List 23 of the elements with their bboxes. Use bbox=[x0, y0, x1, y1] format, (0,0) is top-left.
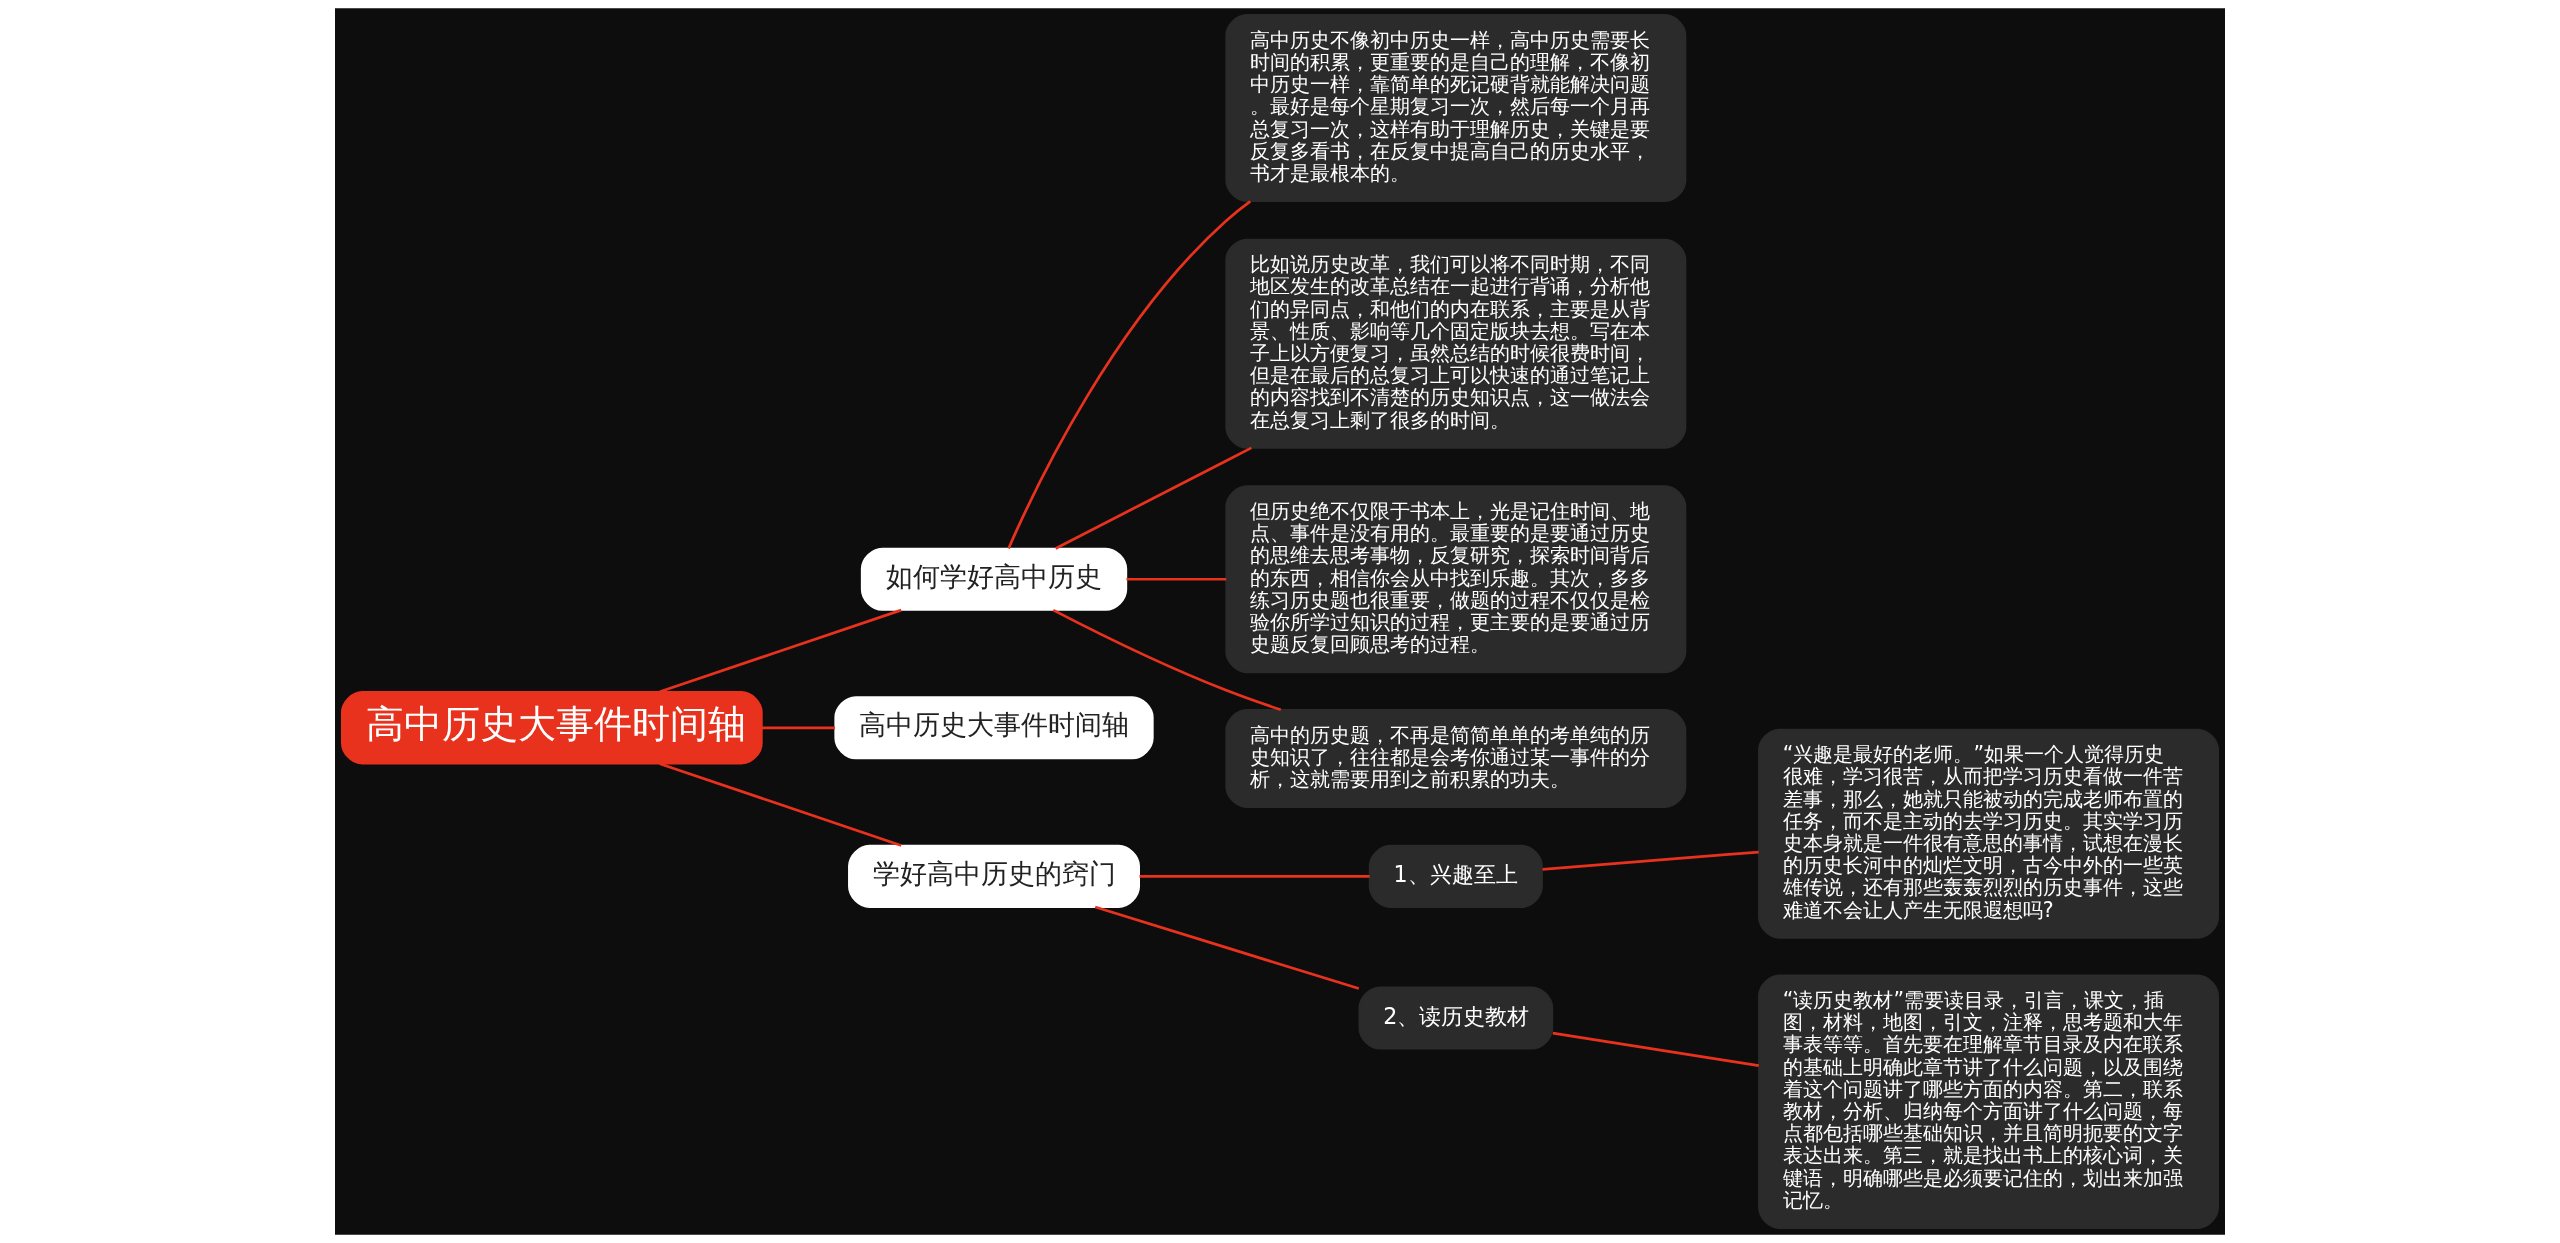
node-box: 高中的历史题，不再是简简单单的考单纯的历史知识了，往往都是会考你通过某一事件的分析，这就需要用到之前积累的功夫。 bbox=[1225, 709, 1687, 809]
node-box: 如何学好高中历史 bbox=[860, 547, 1128, 611]
node-box: “读历史教材”需要读目录，引言，课文，插图，材料，地图，引文，注释，思考题和大年事表等等。首先要在理解章节目录及内在联系的基础上明确此章节讲了什么问题，以及围绕着这个问题讲了哪些方面的内容。第二，联系教材，分析、归纳每个方面讲了什么问题，每点都包括哪些基础知识，并且简明扼要的文字表达出来。第三，就是找出书上的核心词，关键语，明确哪些是必须要记住的，划出来加强记忆。 bbox=[1758, 974, 2220, 1229]
node-box: “兴趣是最好的老师。”如果一个人觉得历史很难，学习很苦，从而把学习历史看做一件苦差事，那么，她就只能被动的完成老师布置的任务，而不是主动的去学习历史。其实学习历史本身就是一件很有意思的事情，试想在漫长的历史长河中的灿烂文明，古今中外的一些英雄传说，还有那些轰轰烈烈的历史事件，这些难道不会让人产生无限遐想吗? bbox=[1758, 728, 2220, 939]
connector bbox=[1542, 850, 1759, 871]
connector bbox=[659, 608, 902, 694]
connector bbox=[659, 762, 902, 847]
node-box: 比如说历史改革，我们可以将不同时期，不同地区发生的改革总结在一起进行背诵，分析他们的异同点，和他们的内在联系，主要是从背景、性质、影响等几个固定版块去想。写在本子上以方便复习，虽然总结的时候很费时间，但是在最后的总复习上可以快速的通过笔记上的内容找到不清楚的历史知识点，这一做法会在总复习上剩了很多的时间。 bbox=[1225, 238, 1687, 449]
connector bbox=[1055, 446, 1252, 550]
connector bbox=[1552, 1031, 1759, 1067]
node-box: 学好高中历史的窍门 bbox=[848, 844, 1140, 908]
connector bbox=[1007, 200, 1252, 549]
node-box: 高中历史大事件时间轴 bbox=[340, 691, 763, 765]
node-box: 1、兴趣至上 bbox=[1368, 844, 1543, 908]
connector bbox=[1126, 577, 1227, 581]
connector bbox=[1139, 874, 1370, 878]
connector bbox=[1052, 608, 1282, 711]
node-box: 高中历史不像初中历史一样，高中历史需要长时间的积累，更重要的是自己的理解，不像初中历史一样，靠简单的死记硬背就能解决问题。最好是每个星期复习一次，然后每一个月再总复习一次，这样有助于理解历史，关键是要反复多看书，在反复中提高自己的历史水平，书才是最根本的。 bbox=[1225, 14, 1687, 202]
connector bbox=[1094, 905, 1360, 990]
connector bbox=[762, 726, 835, 730]
node-box: 但历史绝不仅限于书本上，光是记住时间、地点、事件是没有用的。最重要的是要通过历史的思维去思考事物，反复研究，探索时间背后的东西，相信你会从中找到乐趣。其次，多多练习历史题也很重要，做题的过程不仅仅是检验你所学过知识的过程，更主要的是要通过历史题反复回顾思考的过程。 bbox=[1225, 485, 1687, 674]
node-box: 2、读历史教材 bbox=[1358, 986, 1554, 1050]
node-box: 高中历史大事件时间轴 bbox=[834, 696, 1154, 760]
